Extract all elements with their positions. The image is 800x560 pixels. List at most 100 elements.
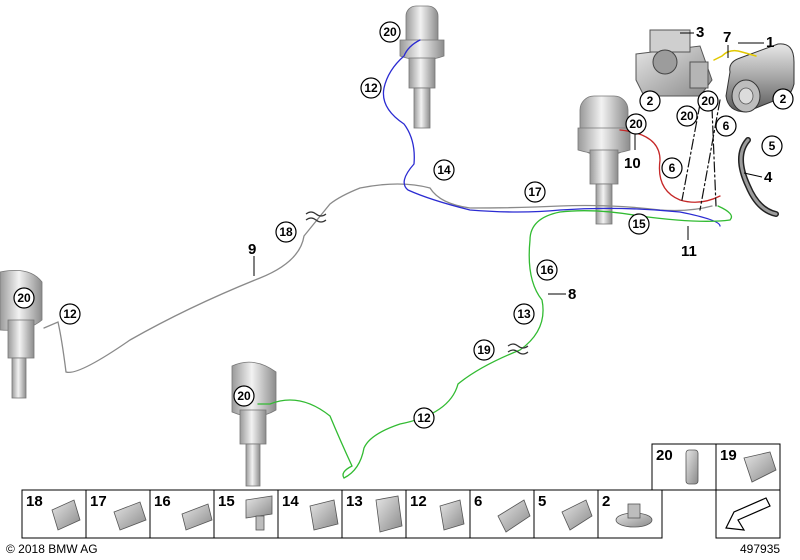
legend-cell-5: 5 — [533, 489, 599, 539]
copyright-text: © 2018 BMW AG — [6, 542, 98, 556]
callout-label: 20 — [701, 94, 715, 108]
callout-c18: 18 — [275, 221, 297, 243]
callout-c20-top: 20 — [379, 21, 401, 43]
leader-lines — [253, 32, 764, 295]
callout-label: 2 — [780, 92, 787, 106]
callout-c20-b: 20 — [625, 113, 647, 135]
line-holder-icon — [309, 499, 339, 531]
clip-icon — [439, 499, 465, 531]
callout-c20-left: 20 — [13, 287, 35, 309]
callout-label: 12 — [63, 307, 77, 321]
callout-label: 20 — [237, 389, 251, 403]
callout-c15: 15 — [628, 213, 650, 235]
legend-cell-number: 16 — [154, 493, 171, 510]
air-strut-front-bottom — [231, 361, 277, 487]
nut-body-icon — [627, 503, 641, 519]
line-holder-icon — [375, 495, 403, 533]
callout-label: 2 — [647, 94, 654, 108]
callout-c2-a: 2 — [639, 90, 661, 112]
callout-label: 17 — [528, 185, 542, 199]
legend-cell-13: 13 — [341, 489, 407, 539]
callout-c20-bottom: 20 — [233, 385, 255, 407]
callout-label: 15 — [632, 217, 646, 231]
callout-c13: 13 — [513, 303, 535, 325]
callout-label: 20 — [629, 117, 643, 131]
callout-label: 6 — [723, 119, 730, 133]
break-mark-18 — [305, 211, 327, 223]
legend-cell-18: 18 — [21, 489, 87, 539]
legend-cell-number: 20 — [656, 447, 673, 464]
callout-c12-bottom: 12 — [413, 407, 435, 429]
legend-cell-number: 12 — [410, 493, 427, 510]
callout-label: 6 — [669, 161, 676, 175]
label-9: 9 — [248, 241, 256, 258]
legend-cell-number: 2 — [602, 493, 610, 510]
callout-label: 19 — [477, 343, 491, 357]
legend-cell-number: 15 — [218, 493, 235, 510]
legend-cell-16: 16 — [149, 489, 215, 539]
legend-cell-17: 17 — [85, 489, 151, 539]
callout-label: 20 — [680, 109, 694, 123]
callout-c5: 5 — [761, 135, 783, 157]
callout-c14: 14 — [433, 159, 455, 181]
legend-cell-number: 6 — [474, 493, 482, 510]
label-10: 10 — [624, 155, 641, 172]
legend-cell-arrow — [715, 489, 781, 539]
label-3: 3 — [696, 24, 704, 41]
callout-label: 18 — [279, 225, 293, 239]
callout-label: 13 — [517, 307, 531, 321]
line-holder-icon — [497, 499, 531, 533]
legend-cell-number: 18 — [26, 493, 43, 510]
legend-cell-number: 17 — [90, 493, 107, 510]
legend-cell-15: 15 — [213, 489, 279, 539]
callout-label: 12 — [417, 411, 431, 425]
legend-cell-12: 12 — [405, 489, 471, 539]
clip-icon — [743, 451, 777, 483]
legend-cell-2: 2 — [597, 489, 663, 539]
line-holder-icon — [181, 503, 213, 531]
air-lines — [43, 39, 779, 479]
label-7: 7 — [723, 29, 731, 46]
legend-cell-19: 19 — [715, 443, 781, 491]
direction-arrow-icon — [725, 497, 771, 531]
legend-cell-14: 14 — [277, 489, 343, 539]
callout-c12-top: 12 — [360, 77, 382, 99]
callout-c6-b: 6 — [661, 157, 683, 179]
break-mark-19 — [507, 343, 529, 355]
label-11: 11 — [681, 243, 697, 260]
label-8: 8 — [568, 286, 576, 303]
callout-c6-a: 6 — [715, 115, 737, 137]
parts-legend: 20 19 18 17 16 15 — [21, 443, 781, 539]
air-strut-rear-right — [577, 95, 631, 225]
legend-cell-number: 5 — [538, 493, 546, 510]
legend-cell-20: 20 — [651, 443, 717, 491]
callout-c20-c: 20 — [676, 105, 698, 127]
legend-cell-number: 13 — [346, 493, 363, 510]
label-4: 4 — [764, 169, 773, 186]
callout-c20-a: 20 — [697, 90, 719, 112]
callout-c17: 17 — [524, 181, 546, 203]
connector-icon — [51, 499, 81, 531]
callout-c12-left: 12 — [59, 303, 81, 325]
callout-label: 16 — [540, 263, 554, 277]
line-holder-icon — [245, 495, 273, 519]
valve-connector-icon — [685, 449, 699, 485]
air-strut-rear-top — [399, 5, 445, 129]
callout-label: 5 — [769, 139, 776, 153]
callout-label: 20 — [17, 291, 31, 305]
callout-c16: 16 — [536, 259, 558, 281]
callout-label: 12 — [364, 81, 378, 95]
legend-cell-number: 19 — [720, 447, 737, 464]
legend-cell-6: 6 — [469, 489, 535, 539]
part-number-text: 497935 — [740, 542, 780, 556]
callout-label: 14 — [437, 163, 451, 177]
label-1: 1 — [766, 34, 774, 51]
legend-cell-number: 14 — [282, 493, 299, 510]
callout-label: 20 — [383, 25, 397, 39]
callout-c2-b: 2 — [772, 88, 794, 110]
stud-icon — [255, 515, 265, 531]
line-holder-icon — [113, 501, 147, 531]
compressor-unit — [635, 29, 713, 97]
